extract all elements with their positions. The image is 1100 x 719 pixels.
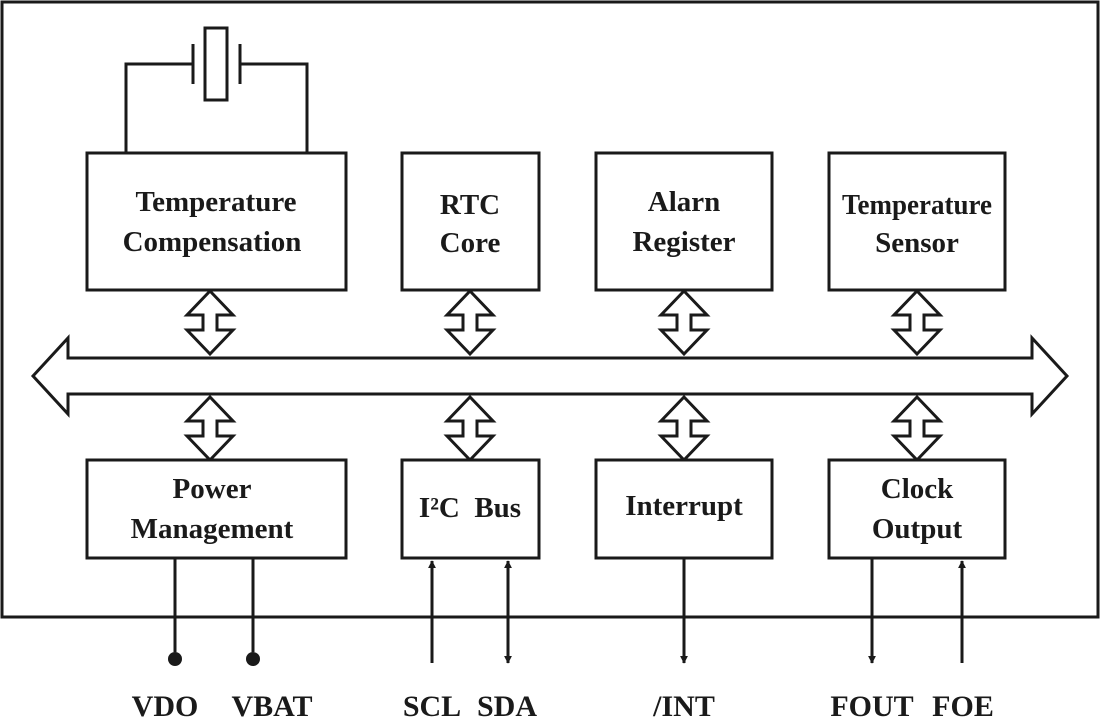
block-label-line-1: Clock xyxy=(881,473,954,505)
clock-output-block: Clock Output xyxy=(827,458,1007,560)
interrupt-block: Interrupt xyxy=(594,458,774,560)
block-label-line-2: Sensor xyxy=(875,227,959,259)
block-label-line-1: Power xyxy=(173,473,252,505)
block-label-line-1: Interrupt xyxy=(625,490,743,522)
vbat-pin-dot xyxy=(246,652,260,666)
pin-label-scl: SCL xyxy=(403,690,461,719)
block-label-line-1: Alarn xyxy=(648,186,721,218)
connector-temp-sensor-icon xyxy=(890,288,944,357)
i2c-bus-block: I²C Bus xyxy=(400,458,541,560)
connector-interrupt-icon xyxy=(657,394,711,463)
block-label-line-1: I²C Bus xyxy=(419,492,521,524)
connector-power-icon xyxy=(183,394,237,463)
crystal-oscillator-icon xyxy=(124,26,309,153)
block-label-line-2: Management xyxy=(131,513,294,545)
connector-alarm-icon xyxy=(657,288,711,357)
connector-clock-icon xyxy=(890,394,944,463)
block-label-line-2: Output xyxy=(872,513,963,545)
pin-label-foe: FOE xyxy=(932,690,994,719)
connector-i2c-icon xyxy=(443,394,497,463)
temperature-compensation-block: Temperature Compensation xyxy=(85,151,348,292)
pin-label-vdo: VDO xyxy=(132,690,199,719)
chip-outline xyxy=(0,0,1100,619)
pin-label-int: /INT xyxy=(652,690,715,719)
temperature-sensor-block: Temperature Sensor xyxy=(827,151,1007,292)
block-label-line-2: Compensation xyxy=(123,226,302,258)
pin-label-sda: SDA xyxy=(477,690,537,719)
connector-arrows xyxy=(183,288,944,463)
block-label-line-1: Temperature xyxy=(135,186,296,218)
rtc-core-block: RTC Core xyxy=(400,151,541,292)
pin-lines xyxy=(173,558,966,664)
pin-label-vbat: VBAT xyxy=(231,690,312,719)
block-label-line-2: Register xyxy=(632,226,735,258)
power-management-block: Power Management xyxy=(85,458,348,560)
pin-label-fout: FOUT xyxy=(830,690,913,719)
block-label-line-1: RTC xyxy=(440,189,500,221)
block-label-line-2: Core xyxy=(440,227,501,259)
connector-rtc-core-icon xyxy=(443,288,497,357)
connector-temp-comp-icon xyxy=(183,288,237,357)
block-label-line-1: Temperature xyxy=(842,189,992,221)
alarm-register-block: Alarn Register xyxy=(594,151,774,292)
internal-bus-arrow xyxy=(30,334,1070,418)
vdo-pin-dot xyxy=(168,652,182,666)
